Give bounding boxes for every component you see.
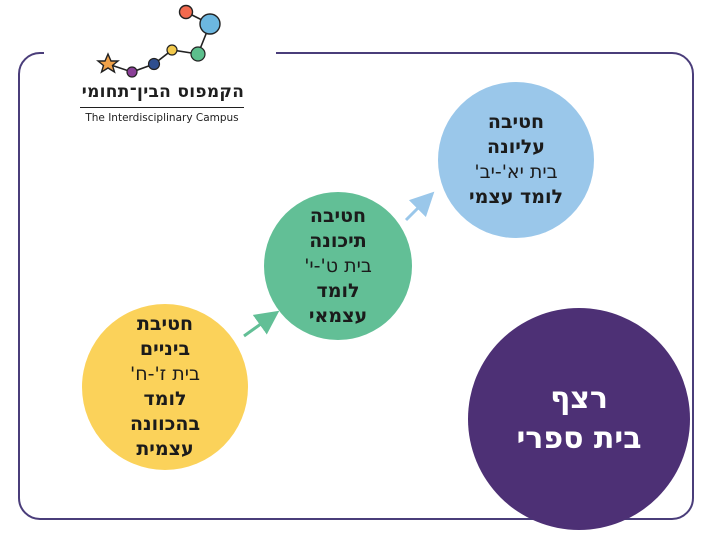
continuum-line-1: רצף xyxy=(550,381,608,416)
arrow-prep-to-upper xyxy=(404,191,435,222)
prep-grades: בית ט'-י' xyxy=(304,254,372,277)
logo-dot-navy xyxy=(147,57,161,71)
upper-title-1: חטיבה xyxy=(487,111,545,133)
upper-grades: בית יא'-יב' xyxy=(474,161,558,183)
prep-title-2: תיכונה xyxy=(309,229,367,252)
middle-mode-1: לומד xyxy=(143,388,187,410)
logo-divider xyxy=(80,107,244,108)
logo-dot-green xyxy=(190,46,206,62)
arrow-middle-to-prep xyxy=(243,310,280,338)
logo-dot-yellow xyxy=(166,44,178,56)
logo-english-name: The Interdisciplinary Campus xyxy=(85,112,239,124)
upper-school-circle: חטיבה עליונה בית יא'-יב' לומד עצמי xyxy=(438,82,594,238)
middle-title-1: חטיבת xyxy=(136,313,194,335)
middle-title-2: ביניים xyxy=(139,338,191,360)
prep-mode-2: עצמאי xyxy=(308,304,368,327)
logo-dot-blue xyxy=(199,13,221,35)
middle-school-circle: חטיבת ביניים בית ז'-ח' לומד בהכוונה עצמי… xyxy=(82,304,248,470)
logo-hebrew-name: הקמפוס הבין־תחומי xyxy=(81,82,245,102)
prep-title-1: חטיבה xyxy=(309,204,367,227)
prep-school-circle: חטיבה תיכונה בית ט'-י' לומד עצמאי xyxy=(264,192,412,340)
middle-grades: בית ז'-ח' xyxy=(129,363,201,385)
continuum-line-2: בית ספרי xyxy=(516,421,642,456)
middle-mode-3: עצמית xyxy=(136,438,194,460)
upper-title-2: עליונה xyxy=(487,136,545,158)
prep-mode-1: לומד xyxy=(316,279,360,302)
constellation-logo-icon xyxy=(96,4,221,78)
middle-mode-2: בהכוונה xyxy=(129,413,201,435)
upper-mode-1: לומד עצמי xyxy=(469,186,563,208)
logo-area xyxy=(44,40,276,136)
school-continuum-circle: רצף בית ספרי xyxy=(468,308,690,530)
content-frame xyxy=(18,52,694,520)
star-icon xyxy=(96,52,120,74)
logo-dot-orange xyxy=(178,4,194,20)
logo-dot-purple xyxy=(126,66,138,78)
